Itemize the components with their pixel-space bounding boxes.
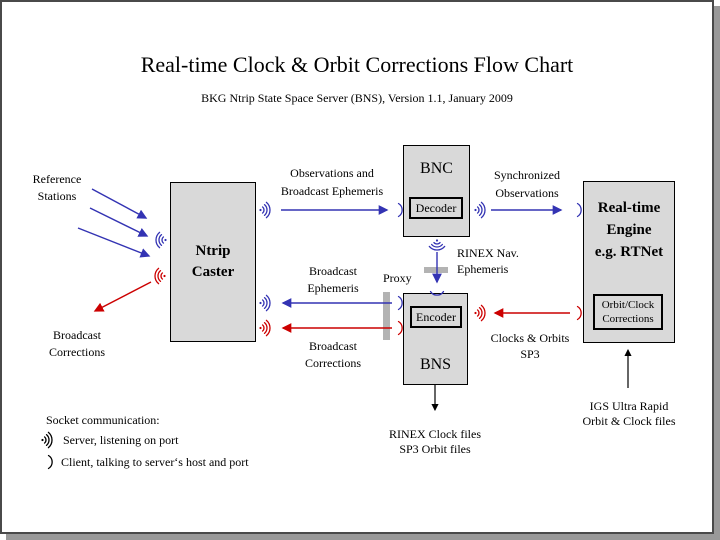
legend-server-row: Server, listening on port: [40, 431, 179, 449]
legend-client-label: Client, talking to server‘s host and por…: [61, 454, 249, 469]
label-broadcast-corrections-mid: Broadcast Corrections: [305, 339, 361, 370]
label-observations-ephemeris: Observations and Broadcast Ephemeris: [280, 166, 384, 198]
rt-engine-label: Real-time Engine e.g. RTNet: [594, 200, 664, 260]
node-bnc: BNC Decoder: [403, 145, 470, 237]
label-clocks-orbits: Clocks & Orbits SP3: [490, 331, 570, 361]
bns-encoder-box: Encoder: [410, 306, 462, 328]
label-synchronized-observations: Synchronized Observations: [494, 168, 560, 200]
bnc-decoder-box: Decoder: [409, 197, 463, 219]
legend-server-label: Server, listening on port: [63, 432, 179, 447]
label-rinex-nav-ephemeris: RINEX Nav. Ephemeris: [457, 246, 519, 276]
proxy-bar-vertical: [383, 292, 390, 340]
socket-client-icon: [47, 454, 53, 470]
label-reference-stations: Reference Stations: [32, 172, 82, 203]
node-ntrip-caster: Ntrip Caster: [170, 182, 256, 342]
orbit-clock-corrections-box: Orbit/Clock Corrections: [593, 294, 663, 330]
bnc-label: BNC: [420, 160, 453, 177]
node-bns: Encoder BNS: [403, 293, 468, 385]
node-rt-engine: Real-time Engine e.g. RTNet Orbit/Clock …: [583, 181, 675, 343]
label-proxy: Proxy: [383, 271, 412, 285]
label-broadcast-ephemeris: Broadcast Ephemeris: [307, 264, 359, 295]
socket-server-icon: [41, 431, 53, 449]
legend-heading: Socket communication:: [46, 413, 160, 427]
label-broadcast-corrections-left: Broadcast Corrections: [49, 328, 105, 359]
bns-label: BNS: [419, 356, 452, 373]
ntrip-caster-label: Ntrip Caster: [191, 243, 235, 280]
legend-client-row: Client, talking to server‘s host and por…: [44, 453, 249, 471]
page-title: Real-time Clock & Orbit Corrections Flow…: [140, 52, 574, 77]
label-igs-input-files: IGS Ultra Rapid Orbit & Clock files: [582, 399, 676, 428]
proxy-bar-horizontal: [424, 267, 448, 273]
label-rinex-output-files: RINEX Clock files SP3 Orbit files: [389, 427, 481, 456]
page-subtitle: BKG Ntrip State Space Server (BNS), Vers…: [201, 91, 513, 105]
